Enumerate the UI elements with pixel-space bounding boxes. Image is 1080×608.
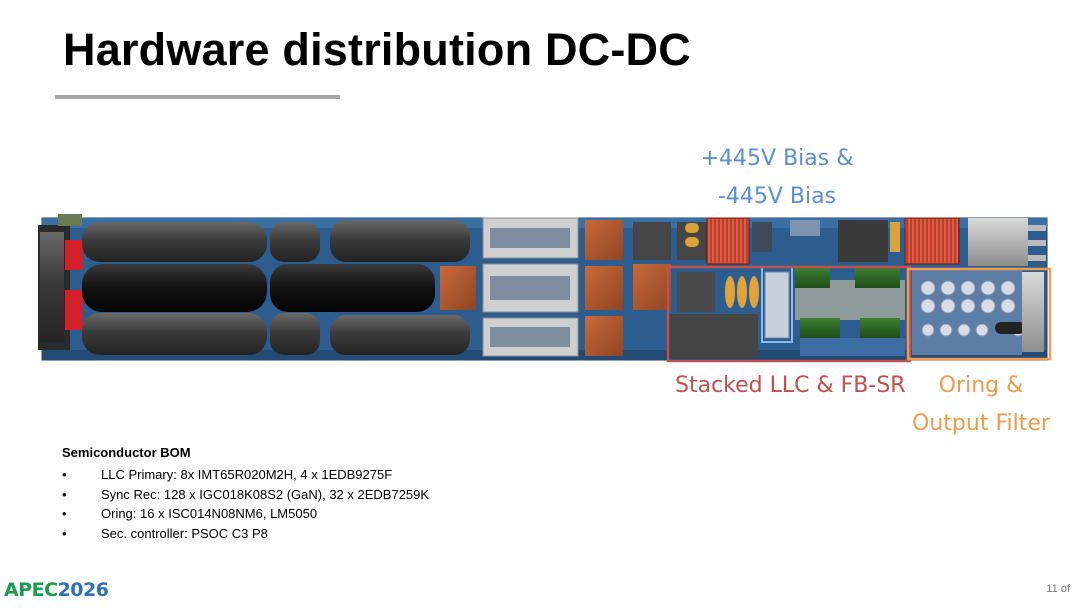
callout-bias-line1: +445V Bias &: [700, 146, 854, 171]
callout-bias: +445V Bias & -445V Bias: [697, 148, 857, 208]
bullet-icon: •: [62, 486, 67, 502]
bom-item-text: Sync Rec: 128 x IGC018K08S2 (GaN), 32 x …: [101, 486, 430, 502]
bullet-icon: •: [62, 525, 67, 541]
callout-oring-line1: Oring &: [938, 373, 1024, 398]
semiconductor-bom: Semiconductor BOM • LLC Primary: 8x IMT6…: [62, 445, 429, 543]
apec-logo: APEC2026: [4, 579, 109, 601]
bom-item-text: Oring: 16 x ISC014N08NM6, LM5050: [101, 506, 318, 521]
title-underline: [55, 95, 340, 99]
bom-item: • Sync Rec: 128 x IGC018K08S2 (GaN), 32 …: [62, 485, 429, 505]
logo-part-ap: AP: [4, 579, 32, 601]
callout-oring: Oring & Output Filter: [910, 375, 1052, 435]
bullet-icon: •: [62, 506, 67, 521]
slide-title: Hardware distribution DC-DC: [63, 24, 691, 75]
bom-item: • LLC Primary: 8x IMT65R020M2H, 4 x 1EDB…: [62, 465, 429, 485]
bullet-icon: •: [62, 467, 67, 482]
callout-oring-line2: Output Filter: [912, 411, 1050, 436]
logo-part-year: 2026: [57, 579, 109, 601]
bom-item-text: Sec. controller: PSOC C3 P8: [101, 525, 268, 541]
callout-llc: Stacked LLC & FB-SR: [675, 373, 906, 398]
bom-item-text: LLC Primary: 8x IMT65R020M2H, 4 x 1EDB92…: [101, 467, 393, 482]
bom-heading: Semiconductor BOM: [62, 445, 191, 460]
logo-part-ec: EC: [31, 579, 58, 601]
page-number: 11 of: [1046, 583, 1070, 595]
bom-item: • Sec. controller: PSOC C3 P8: [62, 524, 429, 544]
bom-item: • Oring: 16 x ISC014N08NM6, LM5050: [62, 504, 429, 524]
callout-bias-line2: -445V Bias: [717, 184, 837, 209]
